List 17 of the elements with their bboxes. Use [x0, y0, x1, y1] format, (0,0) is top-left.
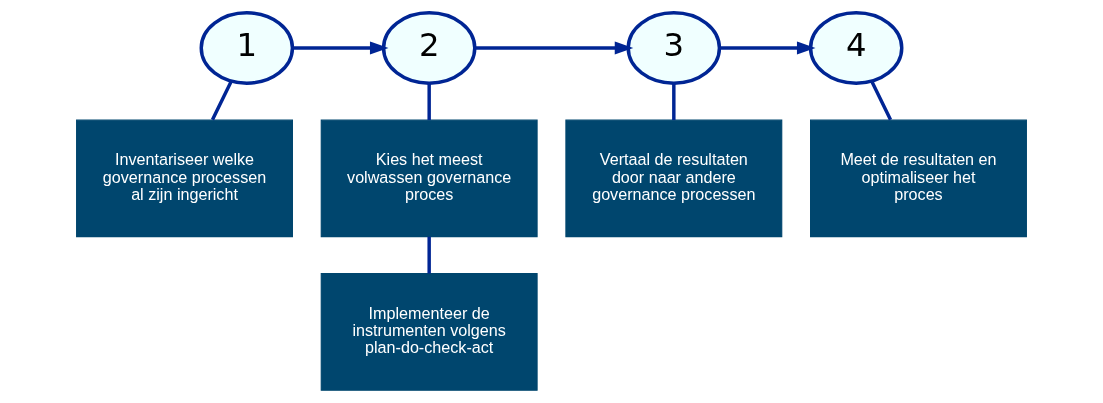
node-ellipse: 3 — [626, 11, 722, 85]
node-ellipse: 2 — [381, 11, 477, 85]
arrow — [719, 41, 816, 55]
connector — [210, 80, 233, 121]
node-box: Kies het meest volwassen governance proces — [320, 119, 538, 238]
connector — [870, 80, 893, 121]
node-ellipse: 1 — [199, 11, 295, 85]
node-box: Meet de resultaten en optimaliseer het proces — [810, 119, 1027, 238]
node-box: Vertaal de resultaten door naar andere governance processen — [565, 119, 783, 238]
arrow — [292, 41, 389, 55]
connector — [427, 236, 431, 274]
node-box: Inventariseer welke governance processen al zijn ingericht — [76, 119, 293, 238]
arrow — [475, 41, 634, 55]
connector — [672, 83, 676, 121]
node-ellipse: 4 — [808, 11, 904, 85]
connector — [427, 83, 431, 121]
node-box: Implementeer de instrumenten volgens plan-do-check-act — [320, 273, 538, 391]
